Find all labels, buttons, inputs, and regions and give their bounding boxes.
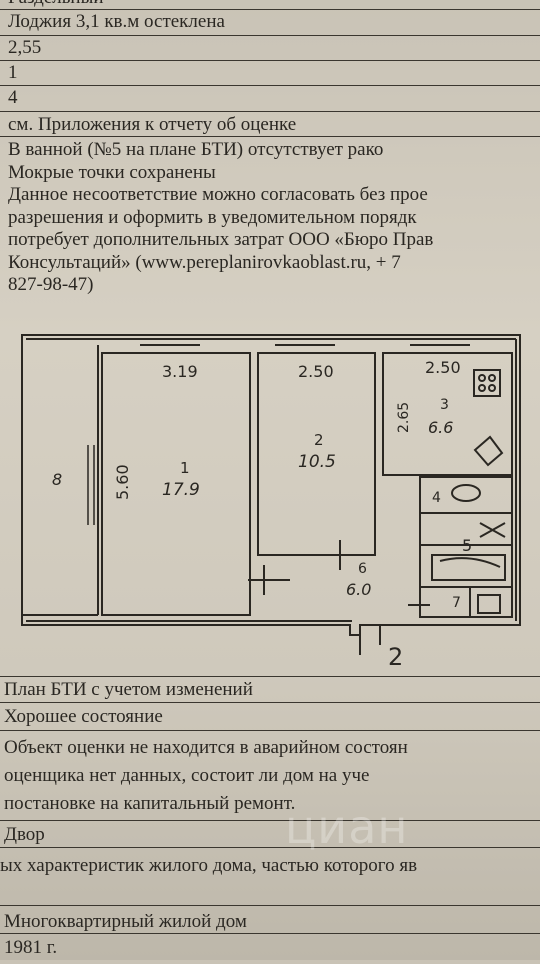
room-2-area: 10.5 <box>298 452 336 472</box>
toilet-fixture <box>477 594 501 614</box>
window-marks <box>140 338 470 346</box>
room-2-number: 2 <box>314 431 324 449</box>
entrance-number: 2 <box>388 643 403 671</box>
room-4-number: 4 <box>432 490 441 506</box>
bathtub-fixture <box>431 554 506 581</box>
room-1-width: 3.19 <box>162 362 198 381</box>
note-line-1: В ванной (№5 на плане БТИ) отсутствует р… <box>8 139 384 160</box>
note-paragraph: В ванной (№5 на плане БТИ) отсутствует р… <box>8 139 540 297</box>
room-1-height: 5.60 <box>113 464 132 500</box>
text-appendix: см. Приложения к отчету об оценке <box>8 114 297 135</box>
text-top-cut: Раздельный <box>8 0 540 9</box>
outer-wall-inner <box>26 338 517 622</box>
room-2-outline <box>257 352 376 556</box>
text-value-4: 4 <box>8 87 18 108</box>
room-6-number: 6 <box>358 561 367 577</box>
row-loggia: Лоджия 3,1 кв.м остеклена <box>0 10 540 36</box>
room-3-area: 6.6 <box>428 418 453 437</box>
text-value-1: 1 <box>8 62 18 83</box>
emergency-line-2: оценщика нет данных, состоит ли дом на у… <box>4 765 370 786</box>
text-loggia: Лоджия 3,1 кв.м остеклена <box>8 11 225 32</box>
row-value-4: 4 <box>0 86 540 112</box>
note-line-7: 827-98-47) <box>8 274 94 295</box>
row-ceiling: 2,55 <box>0 36 540 61</box>
room-2-width: 2.50 <box>298 362 334 381</box>
room-3-height: 2.65 <box>396 402 412 433</box>
room-1-number: 1 <box>180 459 190 477</box>
row-year: 1981 г. <box>0 934 540 964</box>
text-yard: Двор <box>4 824 45 845</box>
emergency-line-3: постановке на капитальный ремонт. <box>4 793 296 814</box>
note-line-4: разрешения и оформить в уведомительном п… <box>8 206 417 228</box>
sink-oval-fixture <box>451 484 481 502</box>
row-value-1: 1 <box>0 61 540 86</box>
outer-wall <box>21 334 521 636</box>
stove-burner-icon <box>488 374 496 382</box>
door-marks <box>248 540 430 655</box>
room-3-number: 3 <box>440 397 449 413</box>
row-house-type: Многоквартирный жилой дом <box>0 906 540 934</box>
bath-block-outline <box>419 476 513 618</box>
room-5-number: 5 <box>462 536 472 555</box>
room-3-outline <box>382 352 513 476</box>
text-year: 1981 г. <box>4 937 58 958</box>
room-7-number: 7 <box>452 595 461 611</box>
floor-plan: 3.19 5.60 1 17.9 2.50 2 10.5 2.50 2.65 3… <box>21 334 521 671</box>
text-characteristics: ых характеристик жилого дома, частью кот… <box>0 855 418 876</box>
note-line-3: Данное несоответствие можно согласовать … <box>8 184 428 205</box>
row-condition: Хорошее состояние <box>0 703 540 731</box>
sink-fixture <box>473 435 504 467</box>
text-condition: Хорошее состояние <box>4 706 163 727</box>
row-yard: Двор <box>0 820 540 848</box>
text-ceiling-height: 2,55 <box>8 37 42 58</box>
note-line-5: потребует дополнительных затрат ООО «Бюр… <box>8 229 434 250</box>
stove-fixture <box>473 369 501 397</box>
stove-burner-icon <box>478 374 486 382</box>
row-top-cut: Раздельный <box>0 0 540 10</box>
loggia-door-glazing <box>87 445 95 525</box>
stove-burner-icon <box>488 384 496 392</box>
row-appendix: см. Приложения к отчету об оценке <box>0 112 540 137</box>
text-house-type: Многоквартирный жилой дом <box>4 911 247 932</box>
note-line-6: Консультаций» (www.pereplanirovkaoblast.… <box>8 251 401 273</box>
text-plan-caption: План БТИ с учетом изменений <box>4 679 253 700</box>
note-line-2: Мокрые точки сохранены <box>8 161 216 183</box>
watermark-logo: циан <box>285 800 409 854</box>
room-1-outline <box>101 352 251 616</box>
room-6-area: 6.0 <box>346 580 371 599</box>
bath-partitions <box>420 512 512 617</box>
emergency-paragraph: Объект оценки не находится в аварийном с… <box>4 734 536 818</box>
stove-burner-icon <box>478 384 486 392</box>
room-3-width: 2.50 <box>425 358 461 377</box>
room-1-area: 17.9 <box>162 480 200 500</box>
row-plan-caption: План БТИ с учетом изменений <box>0 676 540 703</box>
row-characteristics: ых характеристик жилого дома, частью кот… <box>0 848 540 906</box>
room-8-number: 8 <box>52 470 62 489</box>
loggia-wall <box>22 345 99 616</box>
emergency-line-1: Объект оценки не находится в аварийном с… <box>4 737 408 758</box>
crossed-out-sink <box>479 522 506 538</box>
